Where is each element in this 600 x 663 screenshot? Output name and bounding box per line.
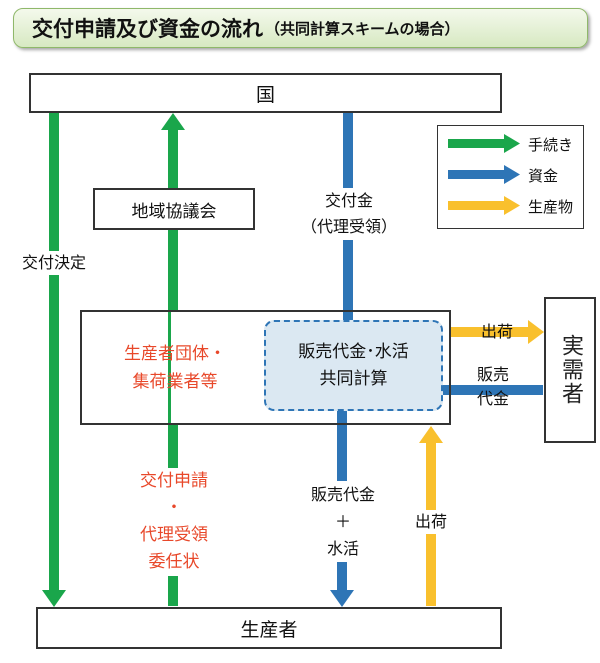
node-buyer: 実需者 <box>544 297 596 443</box>
arrow-grant-decision <box>42 113 66 607</box>
node-producer-group-label: 生産者団体・ 集荷業者等 <box>100 340 250 396</box>
group-box-gap <box>171 312 183 423</box>
label-ship-to-buyer: 出荷 <box>480 322 513 341</box>
label-grant-decision: 交付決定 <box>10 251 98 275</box>
legend: 手続き 資金 生産物 <box>437 125 584 229</box>
producer-group-line1: 生産者団体・ <box>124 344 226 364</box>
node-joint-calculation: 販売代金･水活 共同計算 <box>264 320 443 411</box>
label-sales-proceeds: 販売 代金 <box>465 363 521 411</box>
pay-line1: 販売代金 <box>310 485 375 504</box>
subsidy-line2: （代理受領） <box>300 217 397 236</box>
arrow-ship-to-buyer <box>450 320 544 344</box>
label-application: 交付申請 ・ 代理受領 委任状 <box>120 468 228 576</box>
buyer-label: 実需者 <box>558 334 583 406</box>
title-sub: （共同計算スキームの場合） <box>265 19 460 38</box>
application-line3: 委任状 <box>148 552 200 572</box>
legend-label-funds: 資金 <box>528 167 559 185</box>
legend-swatch-funds <box>448 165 520 184</box>
application-line2: 代理受領 <box>140 525 208 545</box>
producer-group-line2: 集荷業者等 <box>132 372 218 392</box>
subsidy-line1: 交付金 <box>324 191 373 210</box>
label-subsidy: 交付金 （代理受領） <box>293 188 405 240</box>
sales-line2: 代金 <box>476 389 509 408</box>
pay-line2: ＋ <box>334 512 351 531</box>
legend-label-product: 生産物 <box>528 198 574 216</box>
label-payment: 販売代金 ＋ 水活 <box>295 481 391 562</box>
node-country: 国 <box>29 73 502 113</box>
label-ship-from-producer: 出荷 <box>405 510 457 534</box>
pay-line3: 水活 <box>326 539 359 558</box>
legend-swatches <box>448 134 520 215</box>
node-producer: 生産者 <box>36 607 502 649</box>
node-producer-group-box <box>80 310 451 425</box>
legend-swatch-product <box>448 196 520 215</box>
title-main: 交付申請及び資金の流れ <box>32 17 263 41</box>
sales-line1: 販売 <box>476 365 509 384</box>
legend-label-procedure: 手続き <box>528 136 574 154</box>
diagram-title: 交付申請及び資金の流れ （共同計算スキームの場合） <box>13 8 588 48</box>
application-line1: 交付申請 <box>140 471 208 491</box>
calc-line1: 販売代金･水活 <box>298 341 409 362</box>
node-regional-council: 地域協議会 <box>93 188 255 230</box>
calc-line2: 共同計算 <box>319 368 388 389</box>
legend-swatch-procedure <box>448 134 520 153</box>
application-dot: ・ <box>165 498 183 518</box>
